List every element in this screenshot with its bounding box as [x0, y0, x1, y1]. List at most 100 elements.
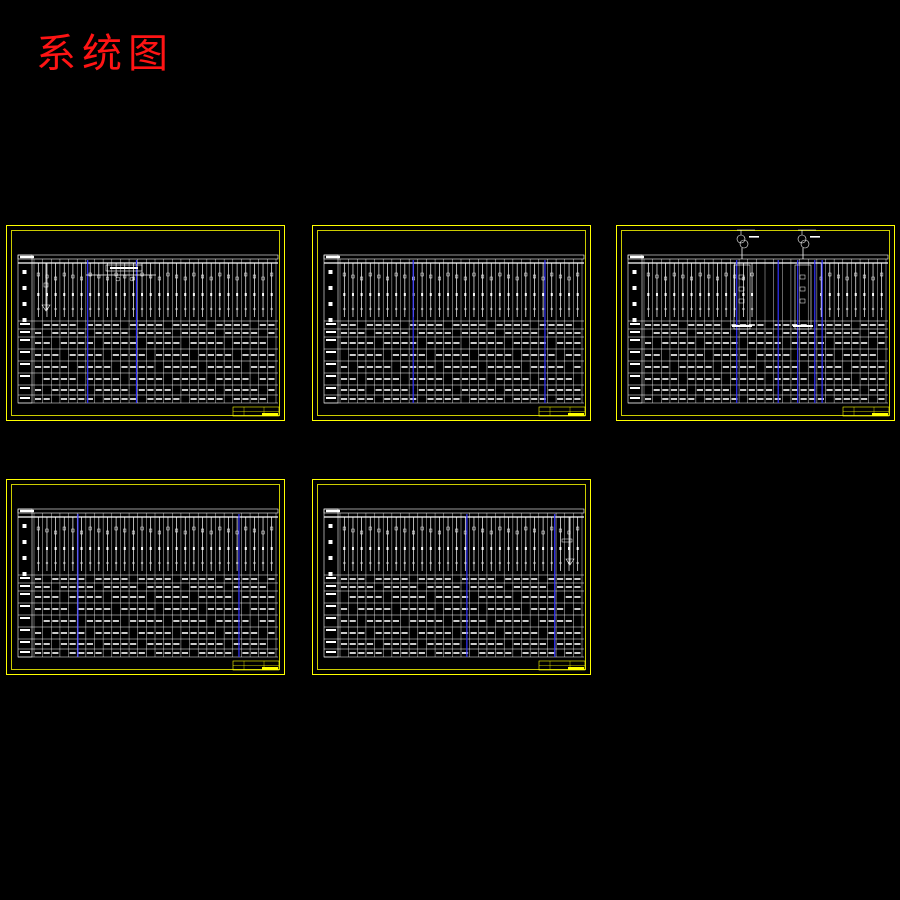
meter-symbol [455, 547, 458, 550]
table-text-mark [843, 324, 850, 326]
table-text-mark [531, 608, 538, 610]
breaker-symbol [672, 272, 676, 277]
table-text-mark [410, 652, 417, 654]
label-glyph [632, 286, 637, 290]
ct-symbol [438, 307, 441, 311]
table-text-mark [358, 596, 365, 598]
table-text-mark [444, 596, 451, 598]
table-text-mark [418, 354, 425, 356]
schematic [17, 508, 279, 658]
table-text-mark [852, 366, 859, 368]
table-text-mark [479, 378, 486, 380]
breaker-symbol [54, 530, 58, 535]
breaker-symbol [106, 276, 109, 281]
table-text-mark [112, 620, 119, 622]
breaker-symbol [227, 274, 230, 279]
table-text-mark [384, 342, 391, 344]
table-text-mark [522, 332, 529, 334]
meter-symbol [343, 293, 346, 296]
ct-symbol [106, 307, 109, 311]
table-text-mark [539, 324, 546, 326]
meter-symbol [123, 293, 126, 296]
table-text-mark [557, 578, 564, 580]
table-text-mark [384, 378, 391, 380]
table-text-mark [104, 608, 111, 610]
breaker-symbol [342, 272, 346, 277]
table-text-mark [748, 389, 755, 391]
table-text-mark [487, 586, 495, 588]
table-text-mark [565, 398, 572, 400]
table-text-mark [86, 378, 93, 380]
ct-symbol [88, 307, 92, 311]
row-label [326, 585, 336, 587]
ct-symbol [854, 307, 857, 311]
table-text-mark [662, 366, 669, 368]
ct-symbol [37, 307, 40, 311]
table-text-mark [207, 632, 214, 634]
table-text-mark [731, 398, 738, 400]
table-text-mark [496, 596, 503, 598]
drawing-sheet-4[interactable] [6, 479, 285, 675]
table-text-mark [69, 652, 76, 654]
table-text-mark [436, 332, 443, 334]
meter-symbol [464, 293, 467, 296]
meter-symbol [524, 293, 527, 296]
meter-symbol [106, 293, 109, 296]
outer-frame [312, 479, 591, 675]
row-label [20, 617, 30, 619]
breaker-symbol [227, 528, 230, 533]
breaker-symbol [524, 526, 528, 531]
table-text-mark [233, 398, 240, 400]
drawing-sheet-5[interactable] [312, 479, 591, 675]
table-text-mark [410, 643, 417, 645]
table-text-mark [138, 324, 145, 326]
breaker-symbol [558, 274, 562, 279]
table-text-mark [207, 354, 214, 356]
header-band [323, 254, 585, 260]
table-text-mark [401, 389, 408, 391]
label-glyph [22, 524, 27, 528]
drawing-sheet-3[interactable] [616, 225, 895, 421]
table-text-mark [809, 389, 816, 391]
table-text-mark [242, 596, 249, 598]
table-text-mark [52, 389, 59, 391]
drawing-sheet-2[interactable] [312, 225, 591, 421]
table-text-mark [505, 608, 512, 610]
table-text-mark [826, 366, 833, 368]
table-text-mark [35, 586, 42, 588]
meter-symbol [369, 547, 372, 550]
table-text-mark [522, 652, 529, 654]
table-text-mark [268, 389, 275, 391]
title-block [842, 406, 890, 417]
table-text-mark [714, 398, 721, 400]
ct-symbol [438, 561, 441, 565]
table-text-mark [487, 332, 495, 334]
ct-symbol [524, 561, 528, 565]
ct-symbol [550, 561, 553, 565]
table-text-mark [164, 389, 171, 391]
breaker-symbol [541, 276, 545, 281]
table-text-mark [69, 398, 76, 400]
table-text-mark [207, 389, 214, 391]
table-text-mark [679, 332, 686, 334]
meter-symbol [395, 547, 398, 550]
table-text-mark [496, 342, 503, 344]
table-text-mark [453, 342, 460, 344]
drawing-sheet-1[interactable] [6, 225, 285, 421]
table-text-mark [341, 378, 348, 380]
table-text-mark [104, 620, 111, 622]
table-text-mark [341, 586, 348, 588]
table-text-mark [358, 578, 365, 580]
table-text-mark [190, 332, 197, 334]
ct-symbol [184, 307, 187, 311]
table-text-mark [358, 586, 365, 588]
table-text-mark [565, 596, 572, 598]
table-text-mark [349, 643, 356, 645]
table-text-mark [35, 608, 42, 610]
table-text-mark [121, 332, 128, 334]
table-text-mark [453, 378, 460, 380]
table-text-mark [225, 332, 232, 334]
table-text-mark [548, 354, 555, 356]
table-text-mark [233, 643, 240, 645]
meter-symbol [270, 547, 273, 550]
